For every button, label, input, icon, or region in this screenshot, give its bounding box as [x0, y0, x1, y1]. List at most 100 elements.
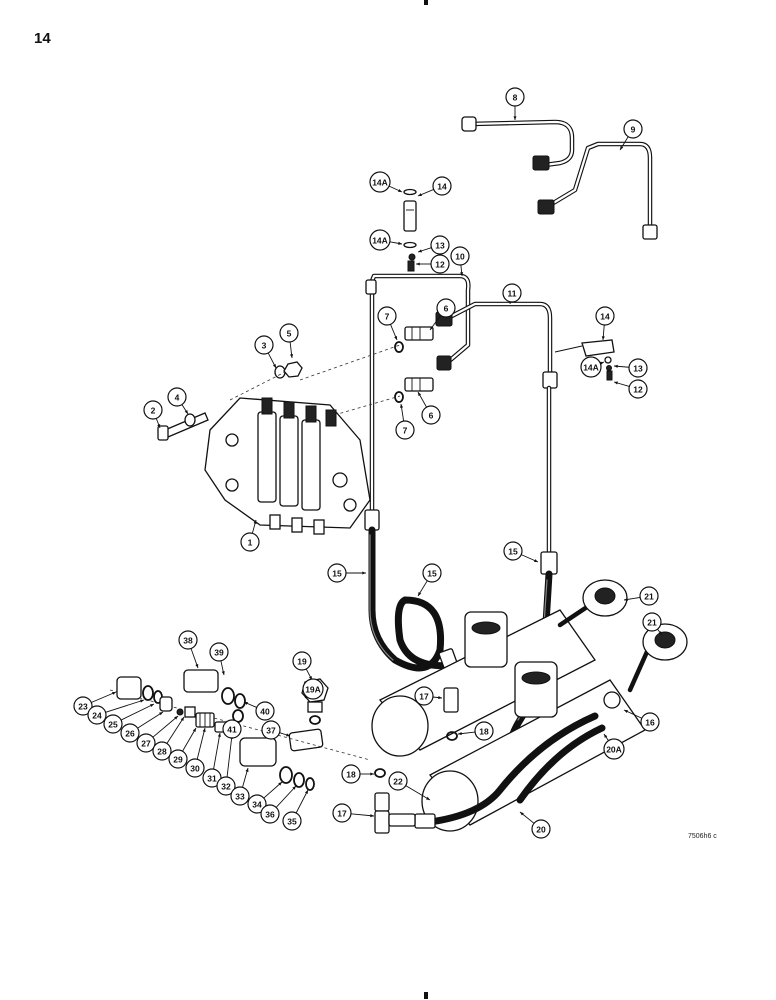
callout-18-b: 18: [341, 764, 361, 784]
callout-35: 35: [282, 811, 302, 831]
callout-label: 21: [644, 592, 654, 602]
callout-arrowhead: [362, 571, 366, 575]
callout-arrowhead: [438, 696, 442, 700]
callout-8: 8: [505, 87, 525, 107]
callout-leader: [295, 789, 309, 814]
callout-29: 29: [168, 749, 188, 769]
callout-label: 15: [508, 547, 518, 557]
callout-arrowhead: [157, 424, 161, 428]
callout-label: 8: [513, 93, 518, 103]
callout-arrowhead: [658, 631, 662, 635]
callout-leader: [213, 732, 221, 770]
callout-label: 7: [403, 426, 408, 436]
callout-7-a: 7: [377, 306, 397, 326]
callout-label: 14: [437, 182, 447, 192]
callout-17-b: 17: [332, 803, 352, 823]
callout-13-b: 13: [628, 358, 648, 378]
callout-label: 14A: [372, 178, 388, 188]
callout-arrowhead: [140, 699, 144, 703]
callout-label: 12: [435, 260, 445, 270]
callout-label: 35: [287, 817, 297, 827]
callout-label: 20A: [606, 745, 622, 755]
callout-arrowhead: [195, 664, 199, 668]
callout-arrowhead: [520, 812, 524, 816]
callout-label: 13: [633, 364, 643, 374]
callout-arrowhead: [202, 728, 206, 732]
callout-label: 15: [427, 569, 437, 579]
callout-label: 11: [508, 289, 517, 299]
callout-arrowhead: [430, 326, 434, 330]
callout-label: 17: [337, 809, 347, 819]
clamp-assembly-right: [554, 339, 615, 381]
callout-3: 3: [254, 335, 274, 355]
callout-label: 36: [265, 810, 275, 820]
callout-label: 17: [419, 692, 429, 702]
callout-leader: [405, 785, 431, 801]
callout-label: 21: [647, 618, 657, 628]
callout-label: 30: [190, 764, 200, 774]
clamp-assembly-top: [403, 188, 417, 272]
callout-label: 18: [346, 770, 356, 780]
callout-label: 14A: [583, 363, 599, 373]
callout-leader: [263, 781, 283, 799]
callout-arrowhead: [624, 597, 628, 601]
callout-label: 14A: [372, 236, 388, 246]
callout-18-a: 18: [474, 721, 494, 741]
callout-9: 9: [623, 119, 643, 139]
callout-label: 24: [92, 711, 102, 721]
callout-leader: [182, 727, 197, 752]
tube-11: [435, 301, 558, 555]
callout-14-a: 14: [432, 176, 452, 196]
callout-arrowhead: [534, 559, 538, 562]
callout-39: 39: [209, 642, 229, 662]
callout-30: 30: [185, 758, 205, 778]
callout-10: 10: [450, 246, 470, 266]
bottom-crop-mark: [424, 992, 428, 999]
callout-arrowhead: [398, 241, 402, 245]
tube-8: [461, 116, 575, 171]
callout-label: 41: [227, 725, 237, 735]
callout-arrowhead: [278, 782, 282, 786]
callout-label: 19: [297, 657, 307, 667]
callout-arrowhead: [253, 520, 257, 524]
callout-leader: [120, 703, 155, 721]
callout-24: 24: [87, 705, 107, 725]
callout-38: 38: [178, 630, 198, 650]
callout-label: 27: [141, 739, 151, 749]
callout-leader: [152, 715, 179, 738]
callout-arrowhead: [620, 146, 624, 150]
callout-label: 15: [332, 569, 342, 579]
callout-label: 40: [260, 707, 270, 717]
callout-label: 38: [183, 636, 193, 646]
callout-label: 14: [600, 312, 610, 322]
callout-arrowhead: [426, 796, 430, 800]
callout-arrowhead: [460, 272, 464, 276]
callout-1: 1: [240, 532, 260, 552]
callout-arrowhead: [394, 336, 398, 340]
callout-5: 5: [279, 323, 299, 343]
callout-20: 20: [531, 819, 551, 839]
callout-label: 7: [385, 312, 390, 322]
callout-arrowhead: [290, 354, 294, 358]
callout-label: 19A: [305, 685, 321, 695]
callout-label: 37: [266, 726, 276, 736]
callout-arrowhead: [601, 336, 605, 340]
callout-leader: [275, 785, 297, 808]
callout-arrowhead: [159, 712, 163, 716]
callout-arrowhead: [217, 733, 221, 737]
callout-37: 37: [261, 720, 281, 740]
callout-arrowhead: [370, 772, 374, 776]
hose-20: [414, 712, 606, 829]
callout-label: 18: [479, 727, 489, 737]
callout-15-a: 15: [327, 563, 347, 583]
callout-21-a: 21: [639, 586, 659, 606]
callout-6-b: 6: [421, 405, 441, 425]
callout-label: 6: [444, 304, 449, 314]
callout-14A-b: 14A: [369, 229, 391, 251]
callout-12-b: 12: [628, 379, 648, 399]
callout-32: 32: [216, 776, 236, 796]
callout-14A-a: 14A: [369, 171, 391, 193]
top-crop-mark: [424, 0, 428, 5]
